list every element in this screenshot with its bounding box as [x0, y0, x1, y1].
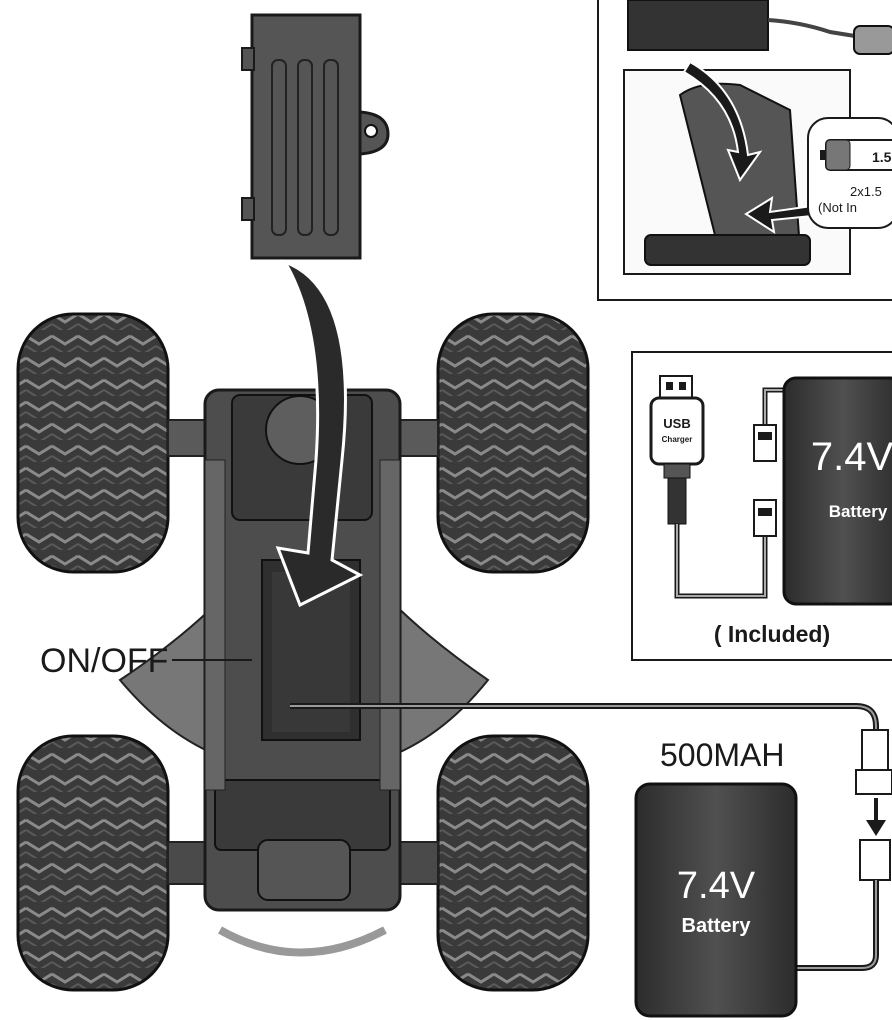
- aa-count-label: 2x1.5: [850, 184, 882, 199]
- charger-battery-voltage: 7.4V: [811, 435, 892, 479]
- insert-arrow: [275, 259, 364, 608]
- aa-size-label: 1.5: [872, 149, 892, 165]
- battery-cover: [241, 13, 390, 260]
- charger-panel: USB Charger 7.4V Battery ( Included): [631, 351, 892, 661]
- aa-note-label: (Not In: [818, 200, 857, 215]
- main-battery-pack: 7.4V Battery: [634, 782, 798, 1018]
- capacity-label: 500MAH: [660, 737, 785, 773]
- usb-line1: USB: [663, 416, 690, 431]
- included-label: ( Included): [714, 621, 830, 647]
- battery-voltage: 7.4V: [677, 865, 756, 907]
- truck-chassis: [118, 388, 490, 957]
- on-off-label: ON/OFF: [40, 642, 168, 680]
- transmitter-panel: 1.5 2x1.5 (Not In: [597, 0, 892, 301]
- rear-left-tire: [16, 734, 170, 992]
- front-left-tire: [16, 312, 170, 574]
- on-off-callout: ON/OFF: [40, 642, 252, 680]
- battery-lead-wire: [290, 703, 892, 971]
- battery-word: Battery: [682, 915, 752, 937]
- rear-right-tire: [436, 734, 590, 992]
- front-right-tire: [436, 312, 590, 574]
- usb-line2: Charger: [662, 435, 693, 444]
- charger-battery-word: Battery: [829, 502, 888, 521]
